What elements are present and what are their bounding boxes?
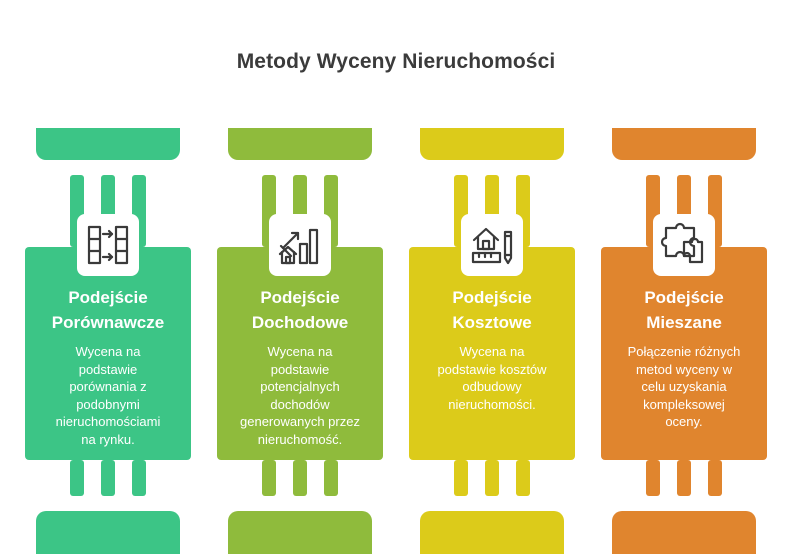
- pillar-heading: Podejście Mieszane: [644, 288, 724, 332]
- pillar-top-cap: [612, 128, 756, 160]
- pillar-bottom-cap: [36, 511, 180, 554]
- diagram-title: Metody Wyceny Nieruchomości: [236, 50, 556, 73]
- pillar-column-bar: [516, 460, 530, 496]
- pillar-column-bar: [101, 460, 115, 496]
- pillar-column-bar: [677, 460, 691, 496]
- icon-container: [461, 214, 523, 276]
- pillar-mixed: Podejście Mieszane Połączenie różnych me…: [601, 0, 769, 554]
- icon-container: [653, 214, 715, 276]
- puzzle-icon: [661, 222, 704, 264]
- icon-container: [269, 214, 331, 276]
- pillar-column-bar: [70, 460, 84, 496]
- pillar-description: Połączenie różnych metod wyceny w celu u…: [627, 344, 741, 429]
- income-chart-house-icon: [278, 228, 319, 265]
- pillar-column-bar: [293, 460, 307, 496]
- pillar-description: Wycena na podstawie kosztów odbudowy nie…: [437, 344, 547, 412]
- pillar-heading: Podejście Kosztowe: [452, 288, 532, 332]
- pillar-column-bar: [324, 460, 338, 496]
- pillar-top-cap: [36, 128, 180, 160]
- pillar-column-bar: [708, 460, 722, 496]
- pillar-income: Podejście Dochodowe Wycena na podstawie …: [217, 0, 385, 554]
- pillar-top-cap: [228, 128, 372, 160]
- pillar-cost: Podejście Kosztowe Wycena na podstawie k…: [409, 0, 577, 554]
- house-ruler-pencil-icon: [471, 227, 513, 265]
- pillar-column-bar: [485, 460, 499, 496]
- pillar-bottom-cap: [420, 511, 564, 554]
- pillar-body: [601, 247, 767, 460]
- pillar-comparative: Podejście Porównawcze Wycena na podstawi…: [25, 0, 193, 554]
- pillar-top-cap: [420, 128, 564, 160]
- pillar-bottom-cap: [612, 511, 756, 554]
- pillar-heading: Podejście Porównawcze: [51, 288, 165, 332]
- pillar-column-bar: [454, 460, 468, 496]
- comparison-arrows-icon: [87, 225, 129, 265]
- pillar-body: [409, 247, 575, 460]
- pillar-column-bar: [132, 460, 146, 496]
- pillar-body: [217, 247, 383, 460]
- pillar-description: Wycena na podstawie porównania z podobny…: [55, 344, 161, 447]
- pillar-column-bar: [262, 460, 276, 496]
- pillar-column-bar: [646, 460, 660, 496]
- icon-container: [77, 214, 139, 276]
- pillar-heading: Podejście Dochodowe: [251, 288, 349, 332]
- pillar-body: [25, 247, 191, 460]
- pillar-bottom-cap: [228, 511, 372, 554]
- pillar-description: Wycena na podstawie potencjalnych dochod…: [240, 344, 360, 447]
